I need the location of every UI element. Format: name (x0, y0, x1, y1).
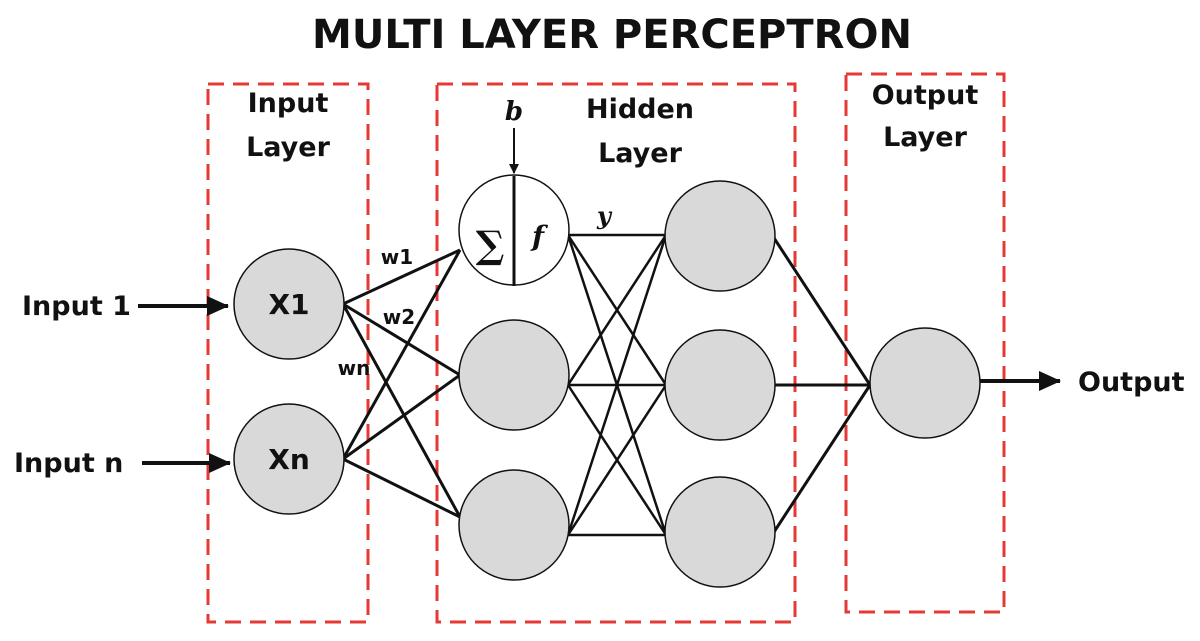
output-node (869, 327, 981, 439)
hidden-layer-label-2: Layer (598, 138, 683, 169)
hidden-hidden-connections (566, 233, 668, 537)
edge (342, 457, 461, 519)
diagram-title: MULTI LAYER PERCEPTRON (312, 12, 912, 58)
edge (342, 248, 461, 306)
edge (341, 303, 462, 518)
input-node-x1 (233, 248, 345, 360)
edge (342, 373, 461, 461)
edge (772, 384, 872, 533)
sum-symbol: ∑ (476, 222, 505, 267)
hidden-node (458, 319, 570, 431)
hidden-node (664, 329, 776, 441)
edge (342, 302, 461, 377)
edge (566, 384, 668, 536)
hidden-layer-box (435, 82, 797, 624)
hidden-node (664, 180, 776, 292)
input-1-label: Input 1 (22, 291, 131, 322)
input-hidden-connections (341, 248, 462, 519)
weight-w1-label: w1 (381, 245, 413, 269)
output-layer-box (844, 72, 1006, 614)
hidden-output-connections (772, 237, 872, 533)
output-label: Output (1078, 367, 1185, 398)
output-layer-label-1: Output (872, 80, 979, 111)
hidden-layer-label-1: Hidden (586, 94, 694, 125)
input-n-label: Input n (14, 448, 123, 479)
input-layer-box (206, 82, 370, 624)
edge (341, 249, 462, 460)
input-node-x1-label: X1 (268, 288, 309, 321)
input-layer-label-2: Layer (246, 132, 331, 163)
edge (566, 234, 668, 386)
bias-label: b (505, 97, 523, 127)
edge (566, 234, 668, 536)
weight-wn-label: wn (338, 356, 371, 380)
neuron-output-label: y (596, 201, 613, 230)
output-layer-label-2: Layer (883, 122, 968, 153)
weight-w2-label: w2 (383, 305, 415, 329)
input-node-xn (233, 403, 345, 515)
hidden-node (458, 469, 570, 581)
input-node-xn-label: Xn (268, 443, 310, 476)
input-layer-label-1: Input (248, 88, 329, 119)
edge (772, 237, 872, 386)
hidden-node (664, 476, 776, 588)
